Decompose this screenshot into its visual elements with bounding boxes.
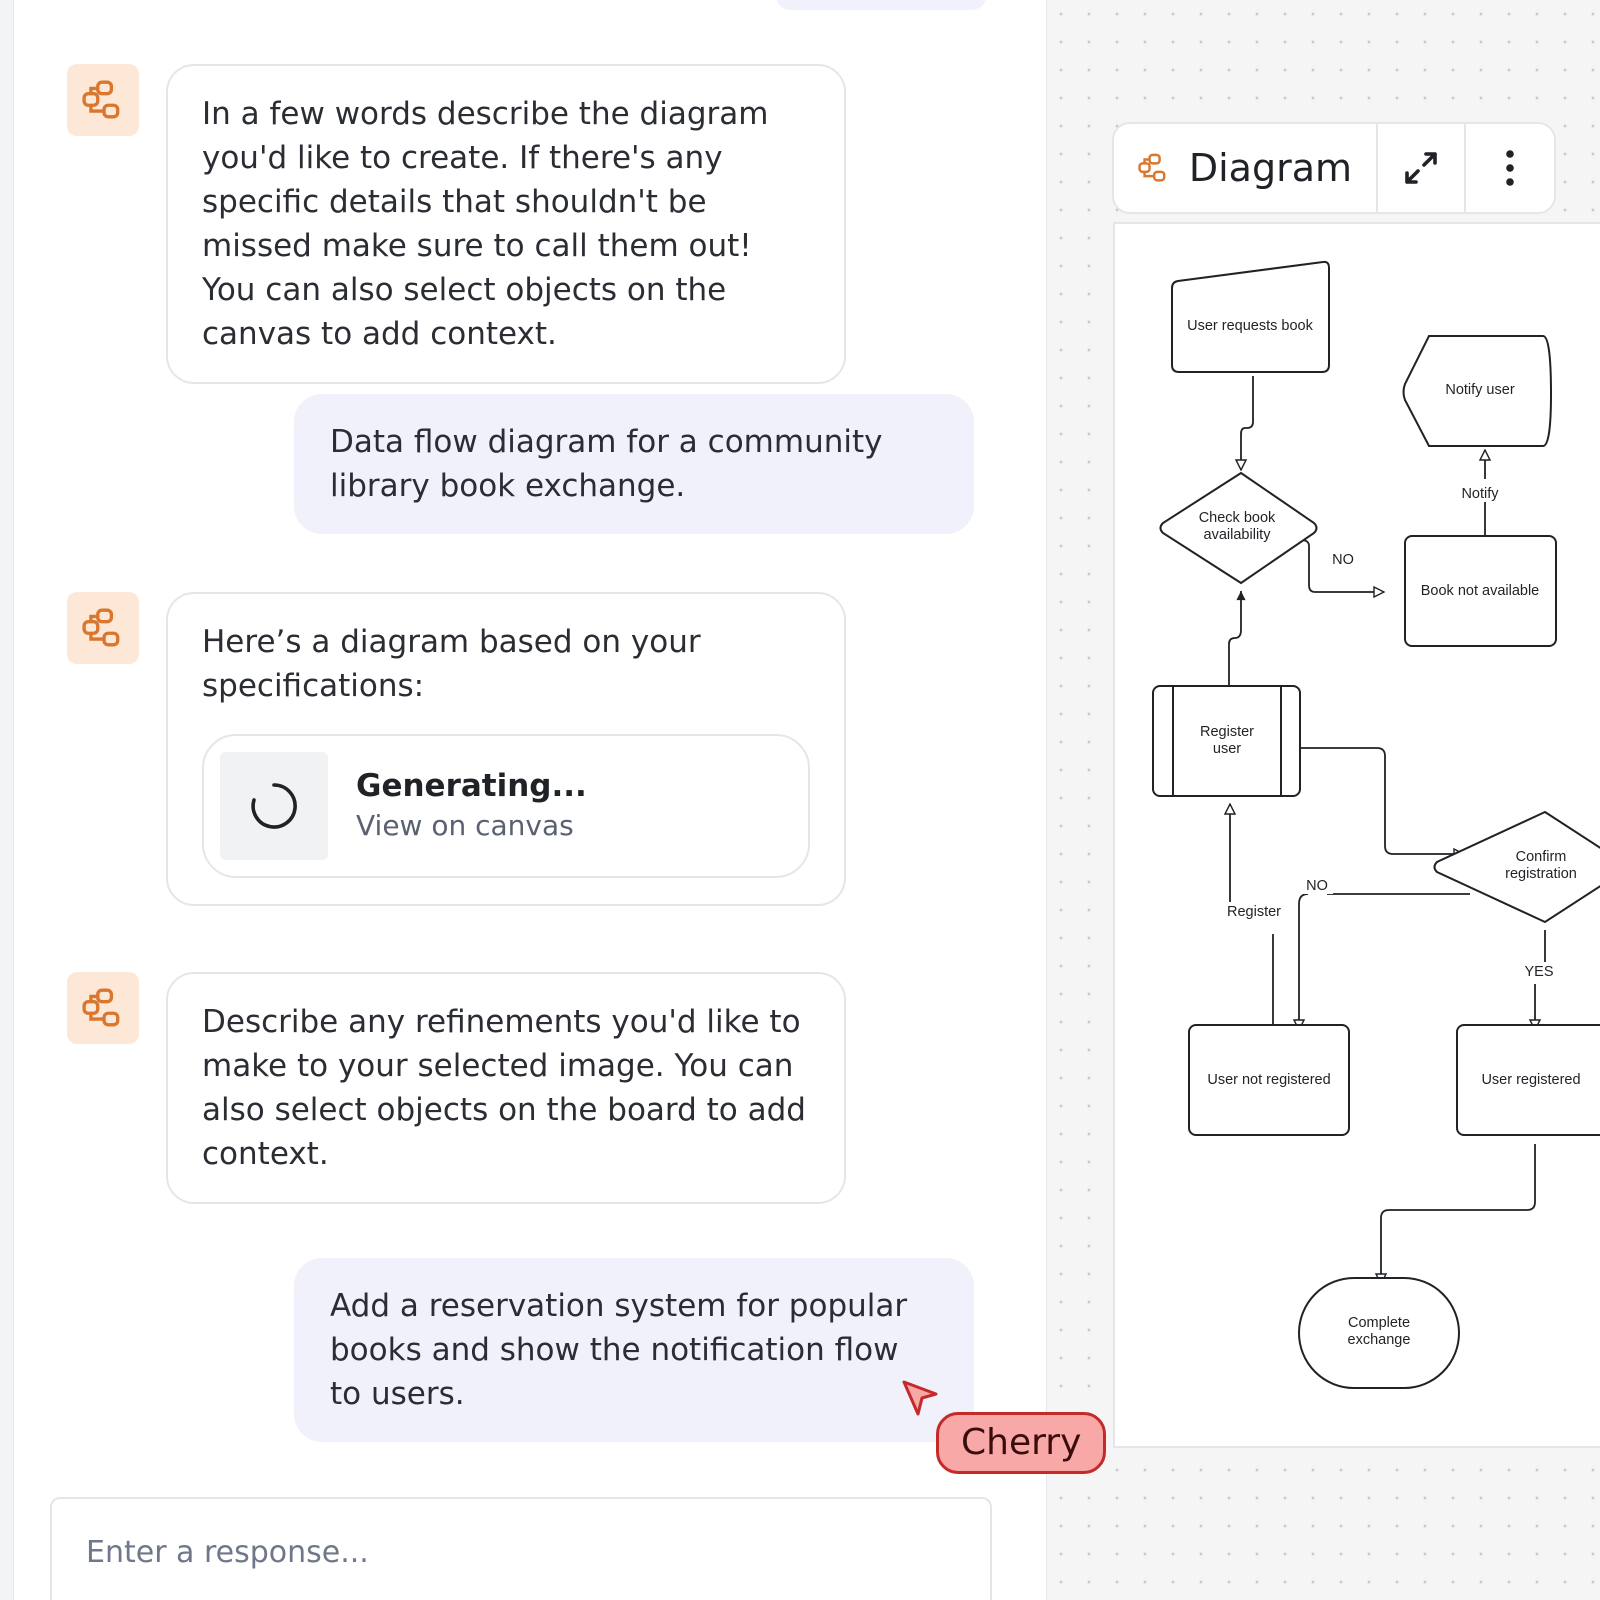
message-text: Describe any refinements you'd like to m… bbox=[202, 1004, 806, 1172]
collaborator-cursor-icon bbox=[902, 1380, 938, 1416]
response-input-box[interactable] bbox=[50, 1497, 992, 1600]
message-text: In a few words describe the diagram you'… bbox=[202, 96, 769, 352]
edge-label-no: NO bbox=[1332, 552, 1354, 568]
node-notify-user bbox=[1402, 335, 1553, 447]
diagram-title[interactable]: Diagram bbox=[1114, 124, 1378, 212]
previous-message-stub bbox=[776, 0, 986, 10]
label-complete-exchange-line1: Complete bbox=[1348, 1315, 1410, 1331]
generation-status: Generating... bbox=[356, 768, 587, 804]
assistant-message: Here’s a diagram based on your specifica… bbox=[166, 592, 846, 906]
label-check-availability-line2: availability bbox=[1204, 527, 1272, 543]
node-register-user bbox=[1152, 685, 1301, 797]
diagram-icon bbox=[1138, 147, 1169, 189]
view-on-canvas-link[interactable]: View on canvas bbox=[356, 809, 574, 842]
node-book-not-available bbox=[1404, 535, 1557, 647]
response-input[interactable] bbox=[86, 1535, 956, 1570]
label-register-user-line1: Register bbox=[1200, 724, 1254, 740]
edge-request-to-check bbox=[1241, 376, 1254, 470]
assistant-avatar bbox=[67, 64, 139, 136]
message-text: Add a reservation system for popular boo… bbox=[330, 1288, 908, 1412]
diagram-frame[interactable]: User requests book Notify user Check boo… bbox=[1113, 222, 1600, 1448]
label-complete-exchange-line2: exchange bbox=[1348, 1332, 1411, 1348]
label-confirm-registration-line2: registration bbox=[1505, 866, 1577, 882]
left-edge bbox=[0, 0, 14, 1600]
node-confirm-registration bbox=[1433, 810, 1600, 924]
label-book-not-available: Book not available bbox=[1421, 583, 1540, 599]
edge-label-yes: YES bbox=[1524, 964, 1553, 980]
label-register-user-line2: user bbox=[1213, 741, 1241, 757]
node-user-requests-book bbox=[1171, 260, 1330, 373]
message-text: Data flow diagram for a community librar… bbox=[330, 424, 883, 504]
label-user-requests-book: User requests book bbox=[1187, 318, 1313, 334]
generation-card[interactable]: Generating... View on canvas bbox=[202, 734, 810, 878]
more-options-button[interactable] bbox=[1466, 124, 1554, 212]
diagram-icon bbox=[82, 79, 124, 121]
label-confirm-registration-line1: Confirm bbox=[1516, 849, 1567, 865]
diagram-toolbar: Diagram bbox=[1112, 122, 1556, 214]
node-user-not-registered bbox=[1188, 1024, 1350, 1136]
diagram-title-label: Diagram bbox=[1188, 146, 1352, 190]
user-message: Add a reservation system for popular boo… bbox=[294, 1258, 974, 1442]
edge-registered-to-complete bbox=[1381, 1144, 1536, 1284]
assistant-avatar bbox=[67, 592, 139, 664]
label-check-availability-line1: Check book bbox=[1199, 510, 1276, 526]
edge-label-notify: Notify bbox=[1461, 486, 1499, 502]
more-vertical-icon bbox=[1506, 150, 1514, 186]
expand-icon bbox=[1405, 152, 1437, 184]
diagram-icon bbox=[82, 607, 124, 649]
spinner bbox=[220, 752, 328, 860]
flowchart: User requests book Notify user Check boo… bbox=[1152, 260, 1600, 1389]
edge-label-register: Register bbox=[1227, 904, 1281, 920]
label-user-registered: User registered bbox=[1481, 1072, 1580, 1088]
assistant-message: Describe any refinements you'd like to m… bbox=[166, 972, 846, 1204]
chat-panel: In a few words describe the diagram you'… bbox=[14, 0, 1046, 1600]
node-check-availability bbox=[1159, 471, 1318, 585]
edge-check-to-not-available bbox=[1300, 539, 1384, 592]
user-message: Data flow diagram for a community librar… bbox=[294, 394, 974, 534]
diagram-icon bbox=[82, 987, 124, 1029]
expand-button[interactable] bbox=[1378, 124, 1467, 212]
message-text: Here’s a diagram based on your specifica… bbox=[202, 624, 701, 704]
label-user-not-registered: User not registered bbox=[1207, 1072, 1330, 1088]
node-complete-exchange bbox=[1298, 1277, 1460, 1389]
edge-register-to-check bbox=[1228, 591, 1246, 696]
edge-register-to-confirm bbox=[1301, 747, 1464, 854]
node-user-registered bbox=[1456, 1024, 1600, 1136]
edge-label-no: NO bbox=[1306, 878, 1328, 894]
label-notify-user: Notify user bbox=[1445, 382, 1514, 398]
collaborator-cursor-label: Cherry bbox=[936, 1412, 1107, 1474]
edge-no-down bbox=[1299, 893, 1309, 1030]
assistant-message: In a few words describe the diagram you'… bbox=[166, 64, 846, 384]
assistant-avatar bbox=[67, 972, 139, 1044]
loading-spinner-icon bbox=[251, 783, 297, 829]
